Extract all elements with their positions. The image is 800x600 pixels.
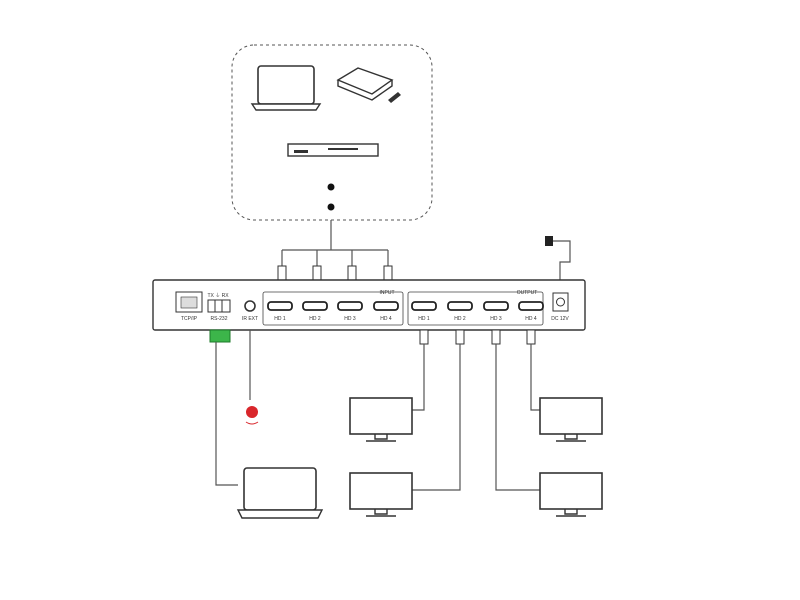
output-cables: [412, 329, 540, 491]
input-port-hd2[interactable]: [302, 301, 328, 311]
output-hd4-label: HD 4: [525, 316, 537, 322]
input-port-hd1[interactable]: [267, 301, 293, 311]
dvd-player-source-icon: [287, 143, 379, 157]
ir-ext-port[interactable]: [244, 300, 256, 312]
monitor-display-2: [349, 472, 413, 517]
control-laptop-icon: [236, 467, 324, 519]
output-hd2-label: HD 2: [454, 316, 466, 322]
output-port-hd2[interactable]: [447, 301, 473, 311]
ir-ext-label: IR EXT: [242, 316, 258, 322]
input-hd3-label: HD 3: [344, 316, 356, 322]
matrix-switch-device: TCP/IP TX ⏚ RX RS-232 IR EXT INPUT OUTPU…: [152, 279, 586, 331]
output-port-hd3[interactable]: [483, 301, 509, 311]
ir-receiver-icon: [245, 330, 259, 425]
output-port-hd1[interactable]: [411, 301, 437, 311]
tcpip-port[interactable]: [175, 291, 203, 313]
laptop-source-icon: [250, 65, 322, 111]
rs232-label: RS-232: [211, 316, 228, 322]
more-dot: [327, 203, 335, 211]
monitor-display-3: [539, 472, 603, 517]
rs232-terminal-block: [209, 329, 238, 486]
sources-group: [231, 44, 433, 221]
rs232-port[interactable]: [207, 299, 231, 313]
media-box-source-icon: [336, 67, 401, 103]
rs232-pins-label: TX ⏚ RX: [207, 292, 229, 299]
input-group-label: INPUT: [380, 290, 395, 296]
input-port-hd4[interactable]: [373, 301, 399, 311]
power-label: DC 12V: [551, 316, 569, 322]
output-hd3-label: HD 3: [490, 316, 502, 322]
power-adapter-icon: [545, 236, 571, 280]
input-hd2-label: HD 2: [309, 316, 321, 322]
input-hd1-label: HD 1: [274, 316, 286, 322]
monitor-display-1: [349, 397, 413, 442]
tcpip-label: TCP/IP: [181, 316, 198, 322]
input-hd4-label: HD 4: [380, 316, 392, 322]
output-port-hd4[interactable]: [518, 301, 544, 311]
input-port-hd3[interactable]: [337, 301, 363, 311]
more-dot: [327, 183, 335, 191]
power-port[interactable]: [552, 292, 569, 312]
output-group-label: OUTPUT: [517, 290, 538, 296]
output-hd1-label: HD 1: [418, 316, 430, 322]
monitor-display-4: [539, 397, 603, 442]
input-cables: [277, 220, 393, 281]
